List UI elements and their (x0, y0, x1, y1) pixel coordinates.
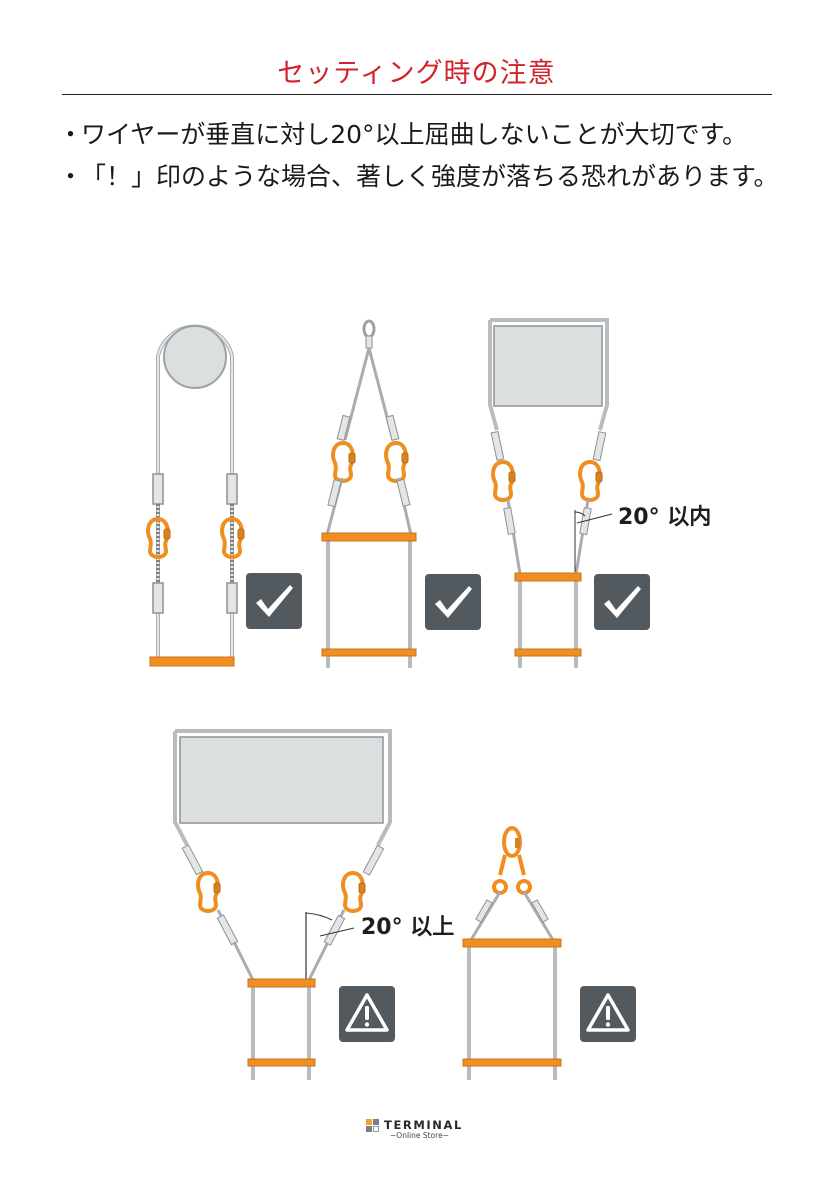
terminal-logo: TERMINAL ~Online Store~ (366, 1119, 476, 1145)
logo-square (366, 1126, 372, 1132)
note-text: ワイヤーが垂直に対し20°以上屈曲しないことが大切です。 (81, 120, 748, 149)
logo-square (366, 1119, 372, 1125)
angle-label-over: 20° 以上 (361, 915, 455, 940)
warning-icon (580, 986, 636, 1042)
logo-square (373, 1126, 379, 1132)
note-item: ・ 「！」印のような場合、著しく強度が落ちる恐れがあります。 (58, 156, 788, 198)
logo-brand: TERMINAL (384, 1118, 463, 1132)
logo-square (373, 1119, 379, 1125)
check-icon (594, 574, 650, 630)
page-title: セッティング時の注意 (277, 58, 556, 89)
note-item: ・ ワイヤーが垂直に対し20°以上屈曲しないことが大切です。 (58, 114, 788, 156)
warning-icon (339, 986, 395, 1042)
figure-frame-ladder-narrow (488, 318, 613, 668)
check-icon (425, 574, 481, 630)
figure-carabiner-cluster-ladder (462, 826, 562, 1080)
angle-label-within: 20° 以内 (618, 505, 712, 530)
figure-frame-ladder-wide (173, 729, 392, 1080)
figure-single-point-ladder (321, 319, 417, 668)
check-icon (246, 573, 302, 629)
figure-pulley-swing (146, 324, 246, 667)
caution-notes: ・ ワイヤーが垂直に対し20°以上屈曲しないことが大切です。 ・ 「！」印のよう… (58, 114, 788, 198)
logo-subtitle: ~Online Store~ (390, 1131, 449, 1140)
note-text: 「！」印のような場合、著しく強度が落ちる恐れがあります。 (81, 162, 779, 191)
title-divider (62, 94, 772, 95)
